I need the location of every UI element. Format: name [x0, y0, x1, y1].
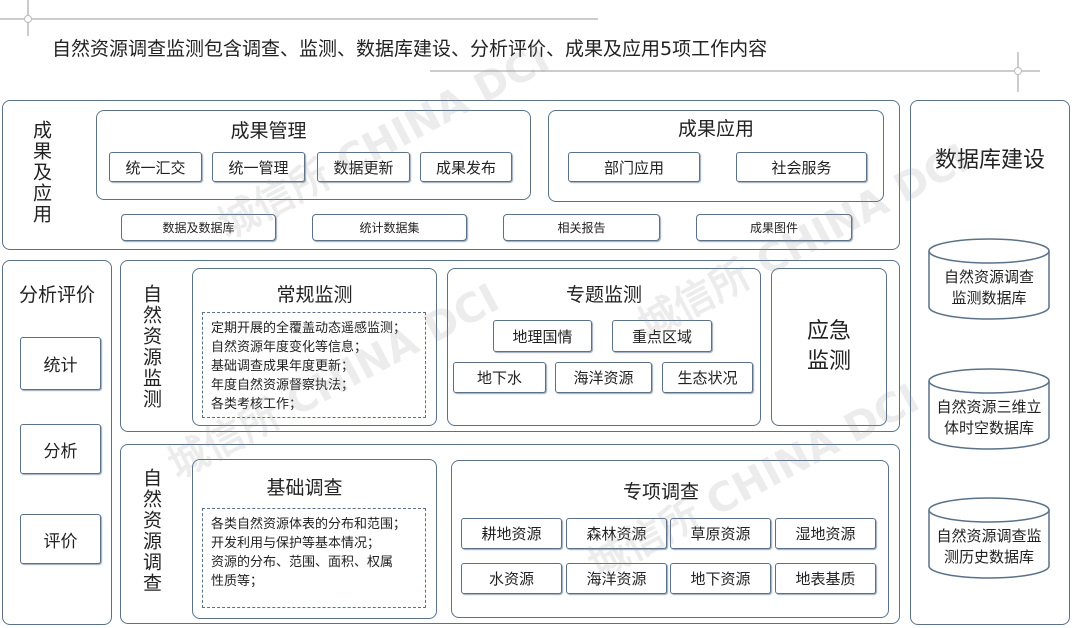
- special-item: 地下资源: [670, 563, 771, 594]
- detail-line: 定期开展的全覆盖动态遥感监测；: [211, 321, 407, 336]
- analysis-section: [2, 260, 112, 625]
- special-item: 水资源: [461, 563, 562, 594]
- survey-section: [120, 444, 900, 624]
- special-item: 海洋资源: [566, 563, 667, 594]
- special-item: 湿地资源: [775, 518, 876, 549]
- management-item: 数据更新: [317, 152, 410, 182]
- application-item: 部门应用: [568, 152, 700, 182]
- basic-survey-title: 基础调查: [266, 477, 343, 499]
- monitoring-section: [120, 260, 900, 432]
- database-cylinder: 自然资源三维立体时空数据库: [927, 367, 1051, 451]
- thematic-monitoring-box: [447, 268, 761, 426]
- database-icon: [928, 497, 1050, 579]
- results-section: [2, 100, 900, 250]
- results-management-title: 成果管理: [230, 120, 307, 142]
- thematic-item: 地理国情: [493, 320, 592, 352]
- detail-line: 各类考核工作；: [211, 397, 303, 412]
- results-application-title: 成果应用: [677, 118, 754, 140]
- regular-monitoring-box: [192, 268, 437, 426]
- regular-monitoring-title: 常规监测: [276, 284, 353, 306]
- results-label: 成果及应用: [30, 120, 52, 225]
- special-item: 草原资源: [670, 518, 771, 549]
- detail-line: 性质等；: [211, 574, 264, 589]
- analysis-title: 分析评价: [18, 284, 95, 306]
- thematic-item: 海洋资源: [555, 362, 652, 393]
- output-item: 成果图件: [696, 214, 852, 241]
- results-application-box: [548, 110, 884, 202]
- regular-monitoring-details: 定期开展的全覆盖动态遥感监测； 自然资源年度变化等信息； 基础调查成果年度更新；…: [202, 312, 426, 418]
- management-item: 统一管理: [212, 152, 305, 182]
- detail-line: 各类自然资源体表的分布和范围；: [211, 517, 407, 532]
- output-item: 数据及数据库: [121, 214, 276, 241]
- emergency-monitoring-title: 应急监测: [806, 319, 851, 374]
- page-title: 自然资源调查监测包含调查、监测、数据库建设、分析评价、成果及应用5项工作内容: [52, 38, 768, 60]
- database-section: [910, 100, 1070, 625]
- database-icon: [928, 238, 1050, 320]
- application-item: 社会服务: [736, 152, 867, 182]
- detail-line: 年度自然资源督察执法；: [211, 378, 355, 393]
- emergency-monitoring-box: 应急监测: [771, 268, 887, 426]
- detail-line: 基础调查成果年度更新；: [211, 359, 355, 374]
- thematic-item: 重点区域: [612, 320, 712, 352]
- special-survey-title: 专项调查: [622, 481, 699, 503]
- special-item: 地表基质: [775, 563, 876, 594]
- database-cylinder: 自然资源调查监测数据库: [927, 237, 1051, 321]
- management-item: 成果发布: [420, 152, 512, 182]
- thematic-item: 地下水: [453, 362, 546, 393]
- database-cylinder: 自然资源调查监测历史数据库: [927, 496, 1051, 580]
- database-label: 自然资源三维立体时空数据库: [936, 398, 1042, 437]
- special-survey-box: [451, 460, 889, 618]
- output-item: 统计数据集: [312, 214, 467, 241]
- special-item: 耕地资源: [461, 518, 562, 549]
- analysis-item: 统计: [20, 337, 101, 390]
- database-icon: [928, 368, 1050, 450]
- results-management-box: [96, 110, 531, 200]
- decorative-lines: [0, 0, 1040, 92]
- management-item: 统一汇交: [109, 152, 202, 182]
- survey-label: 自然资源调查: [140, 468, 162, 594]
- special-item: 森林资源: [566, 518, 667, 549]
- basic-survey-details: 各类自然资源体表的分布和范围； 开发利用与保护等基本情况； 资源的分布、范围、面…: [202, 508, 426, 608]
- output-item: 相关报告: [503, 214, 660, 241]
- detail-line: 自然资源年度变化等信息；: [211, 340, 368, 355]
- thematic-item: 生态状况: [662, 362, 753, 393]
- thematic-monitoring-title: 专题监测: [565, 284, 642, 306]
- analysis-item: 评价: [20, 514, 101, 564]
- database-label: 自然资源调查监测数据库: [943, 268, 1034, 307]
- database-label: 自然资源调查监测历史数据库: [936, 527, 1042, 566]
- database-title: 数据库建设: [934, 148, 1045, 173]
- analysis-item: 分析: [20, 424, 101, 474]
- monitoring-label: 自然资源监测: [140, 284, 162, 410]
- basic-survey-box: [192, 459, 437, 619]
- detail-line: 资源的分布、范围、面积、权属: [211, 555, 394, 570]
- detail-line: 开发利用与保护等基本情况；: [211, 536, 381, 551]
